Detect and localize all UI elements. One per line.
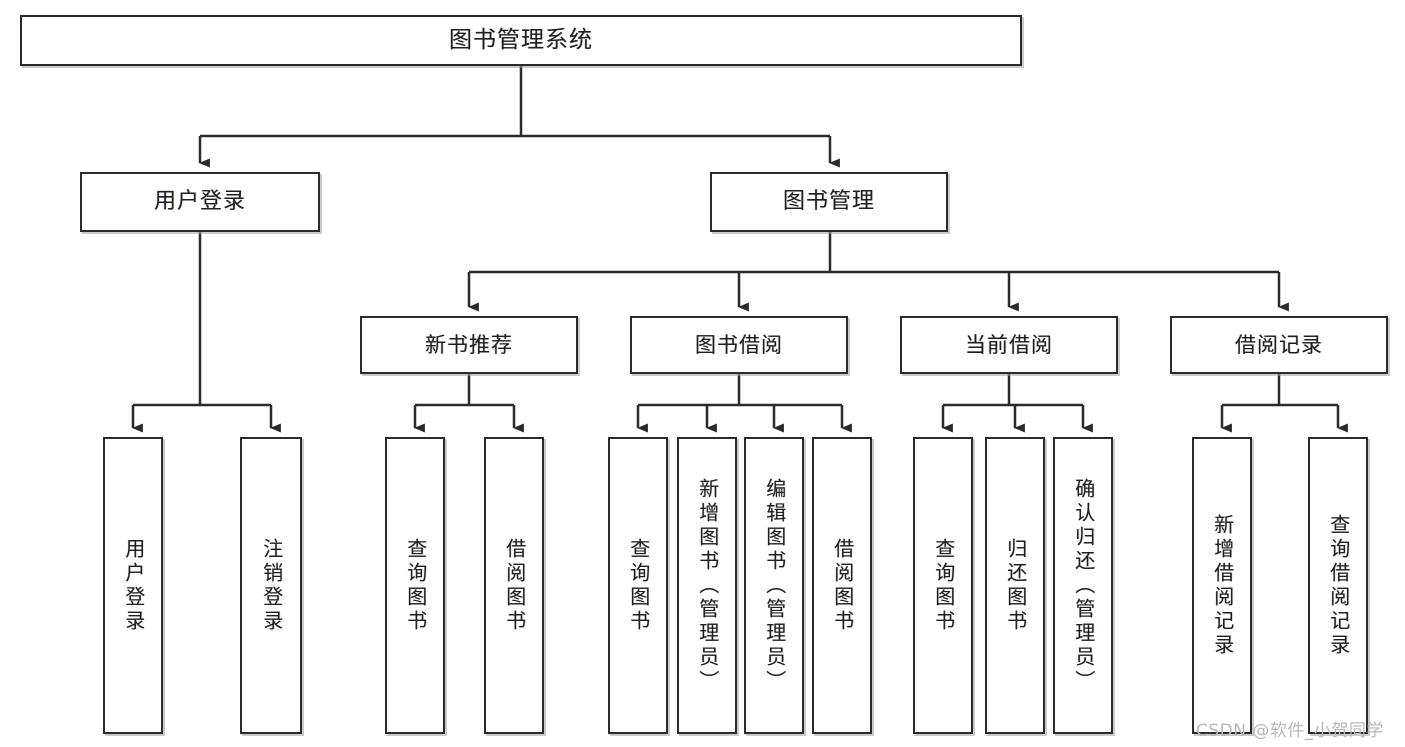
node-leaf-query-book-recommend[interactable]: 查询图书 <box>385 437 445 734</box>
node-leaf-query-book-borrow-label: 查询图书 <box>626 537 651 634</box>
node-leaf-query-borrow-record[interactable]: 查询借阅记录 <box>1308 437 1368 734</box>
node-book-manage[interactable]: 图书管理 <box>710 172 948 232</box>
node-leaf-edit-book-label: 编辑图书（管理员） <box>762 477 787 694</box>
node-user-login[interactable]: 用户登录 <box>80 172 320 232</box>
node-leaf-user-login[interactable]: 用户登录 <box>103 437 163 734</box>
node-book-borrow-label: 图书借阅 <box>695 332 783 357</box>
node-leaf-edit-book[interactable]: 编辑图书（管理员） <box>744 437 804 734</box>
node-leaf-query-book-current[interactable]: 查询图书 <box>913 437 973 734</box>
node-borrow-record[interactable]: 借阅记录 <box>1170 316 1388 374</box>
node-leaf-add-book-label: 新增图书（管理员） <box>695 477 720 694</box>
node-leaf-confirm-return[interactable]: 确认归还（管理员） <box>1053 437 1113 734</box>
node-leaf-user-login-label: 用户登录 <box>121 537 146 634</box>
node-current-borrow-label: 当前借阅 <box>965 332 1053 357</box>
node-root-system-label: 图书管理系统 <box>449 26 593 53</box>
node-new-book-recommend-label: 新书推荐 <box>425 332 513 357</box>
node-leaf-query-book-current-label: 查询图书 <box>931 537 956 634</box>
node-leaf-query-book-recommend-label: 查询图书 <box>403 537 428 634</box>
node-new-book-recommend[interactable]: 新书推荐 <box>360 316 578 374</box>
node-leaf-borrow-book-recommend[interactable]: 借阅图书 <box>484 437 544 734</box>
node-leaf-borrow-book-recommend-label: 借阅图书 <box>502 537 527 634</box>
node-leaf-logout[interactable]: 注销登录 <box>240 437 302 734</box>
node-root-system[interactable]: 图书管理系统 <box>20 15 1022 66</box>
node-leaf-borrow-book-label: 借阅图书 <box>830 537 855 634</box>
node-leaf-query-borrow-record-label: 查询借阅记录 <box>1326 513 1351 658</box>
node-leaf-add-book[interactable]: 新增图书（管理员） <box>677 437 737 734</box>
node-leaf-return-book[interactable]: 归还图书 <box>985 437 1045 734</box>
node-book-manage-label: 图书管理 <box>782 189 875 215</box>
node-leaf-logout-label: 注销登录 <box>259 537 284 634</box>
csdn-watermark: CSDN @软件_小贺同学 <box>1196 721 1384 741</box>
node-user-login-label: 用户登录 <box>153 189 246 215</box>
node-book-borrow[interactable]: 图书借阅 <box>630 316 848 374</box>
node-leaf-borrow-book[interactable]: 借阅图书 <box>812 437 872 734</box>
node-leaf-return-book-label: 归还图书 <box>1003 537 1028 634</box>
node-leaf-confirm-return-label: 确认归还（管理员） <box>1071 477 1096 694</box>
node-current-borrow[interactable]: 当前借阅 <box>900 316 1118 374</box>
node-leaf-add-borrow-record-label: 新增借阅记录 <box>1210 513 1235 658</box>
node-borrow-record-label: 借阅记录 <box>1235 332 1323 357</box>
node-leaf-add-borrow-record[interactable]: 新增借阅记录 <box>1192 437 1252 734</box>
node-leaf-query-book-borrow[interactable]: 查询图书 <box>608 437 668 734</box>
